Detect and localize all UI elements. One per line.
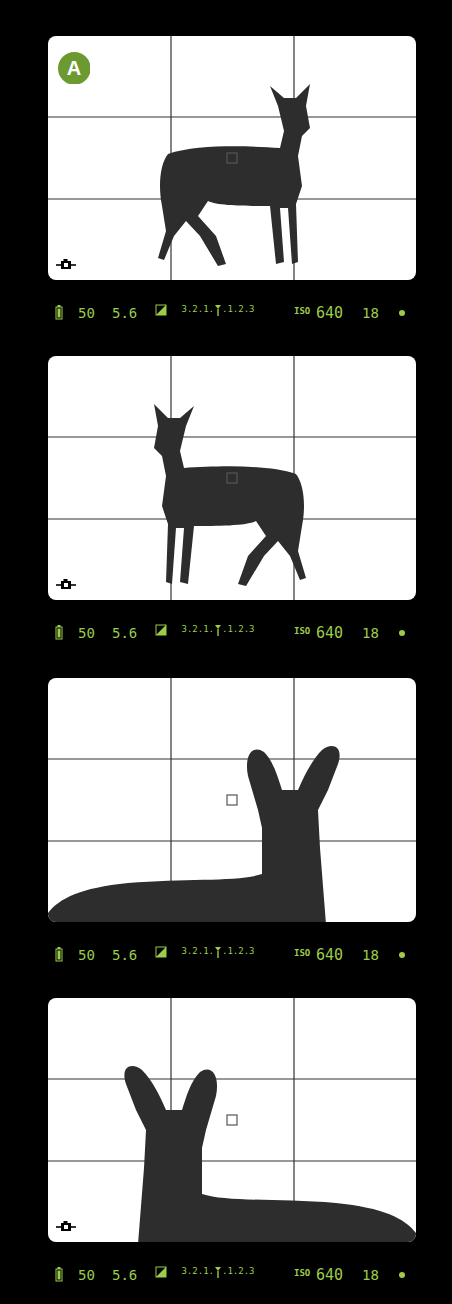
focal-length: 50 (78, 948, 95, 962)
status-bar-icons (56, 305, 405, 319)
viewfinder-panel (48, 356, 416, 600)
iso-label: ISO (294, 949, 310, 958)
focus-point (227, 153, 237, 163)
viewfinder-frame (48, 356, 416, 600)
focal-length: 50 (78, 626, 95, 640)
aperture-value: 5.6 (112, 948, 137, 962)
shots-remaining: 18 (362, 626, 379, 640)
focus-point (227, 795, 237, 805)
status-bar-icons (56, 947, 405, 961)
focus-point (227, 1115, 237, 1125)
shots-remaining: 18 (362, 1268, 379, 1282)
exposure-scale: 3.2.1. (181, 947, 214, 956)
exposure-scale: 3.2.1. (181, 305, 214, 314)
viewfinder-frame (48, 998, 418, 1244)
iso-label: ISO (294, 627, 310, 636)
aperture-value: 5.6 (112, 626, 137, 640)
iso-value: 640 (316, 626, 343, 641)
focal-length: 50 (78, 1268, 95, 1282)
exposure-scale: .1.2.3 (222, 947, 255, 956)
exposure-scale: .1.2.3 (222, 305, 255, 314)
exposure-scale: .1.2.3 (222, 625, 255, 634)
deer-silhouette (48, 746, 340, 922)
deer-silhouette (154, 404, 306, 586)
iso-value: 640 (316, 306, 343, 321)
badge-circle-shape (58, 52, 91, 85)
deer-silhouette (124, 1066, 416, 1242)
status-bar-icons (56, 1267, 405, 1281)
exposure-scale: .1.2.3 (222, 1267, 255, 1276)
status-bar-icons (56, 625, 405, 639)
aperture-value: 5.6 (112, 306, 137, 320)
viewfinder-panel (48, 36, 416, 280)
iso-label: ISO (294, 1269, 310, 1278)
iso-value: 640 (316, 1268, 343, 1283)
exposure-scale: 3.2.1. (181, 625, 214, 634)
badge-letter: A (58, 52, 91, 85)
shots-remaining: 18 (362, 306, 379, 320)
iso-value: 640 (316, 948, 343, 963)
panel-badge: A (58, 52, 91, 85)
focal-length: 50 (78, 306, 95, 320)
shots-remaining: 18 (362, 948, 379, 962)
viewfinder-frame (48, 36, 416, 280)
aperture-value: 5.6 (112, 1268, 137, 1282)
focus-point (227, 473, 237, 483)
exposure-scale: 3.2.1. (181, 1267, 214, 1276)
deer-silhouette (158, 84, 310, 266)
iso-label: ISO (294, 307, 310, 316)
viewfinder-frame (46, 678, 416, 924)
